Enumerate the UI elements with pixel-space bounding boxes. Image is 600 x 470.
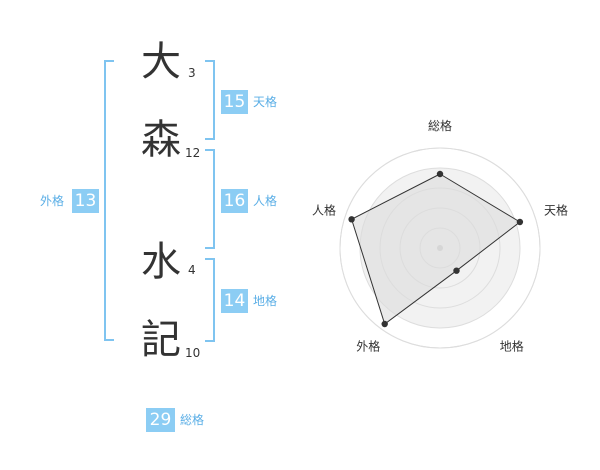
chikaku-label: 地格 (253, 294, 278, 308)
chikaku-bracket (205, 258, 215, 342)
radar-series-polygon (350, 173, 521, 325)
tenkaku-bracket (205, 60, 215, 140)
name-char-2: 森 (141, 117, 181, 163)
radar-point-2 (516, 218, 524, 226)
radar-axis-label-5: 人格 (312, 202, 336, 217)
stroke-count-4: 10 (185, 346, 201, 360)
name-char-4: 記 (141, 317, 181, 363)
jinkaku-label: 人格 (253, 194, 278, 208)
soukaku-badge: 29 (146, 408, 175, 432)
name-char-1: 大 (141, 39, 181, 85)
stroke-count-2: 12 (185, 146, 201, 160)
soukaku-label: 総格 (180, 413, 205, 427)
radar-axis-label-2: 天格 (544, 202, 568, 217)
radar-ring-5 (339, 147, 541, 349)
radar-axis-label-4: 外格 (356, 339, 380, 354)
radar-point-1 (436, 170, 444, 178)
radar-axis-label-1: 総格 (428, 118, 452, 133)
stroke-count-3: 4 (188, 263, 196, 277)
radar-point-3 (453, 267, 460, 274)
jinkaku-badge: 16 (221, 189, 248, 213)
gaikaku-bracket (104, 60, 114, 341)
jinkaku-bracket (205, 149, 215, 249)
gaikaku-label: 外格 (40, 194, 65, 208)
radar-ring-4 (359, 167, 521, 329)
name-char-3: 水 (141, 239, 181, 285)
chikaku-badge: 14 (221, 289, 248, 313)
radar-point-4 (381, 320, 388, 328)
stroke-count-1: 3 (188, 66, 196, 80)
tenkaku-badge: 15 (221, 90, 248, 114)
gaikaku-badge: 13 (72, 189, 99, 213)
radar-axis-label-3: 地格 (500, 339, 524, 354)
tenkaku-label: 天格 (253, 95, 278, 109)
radar-point-5 (348, 216, 355, 223)
